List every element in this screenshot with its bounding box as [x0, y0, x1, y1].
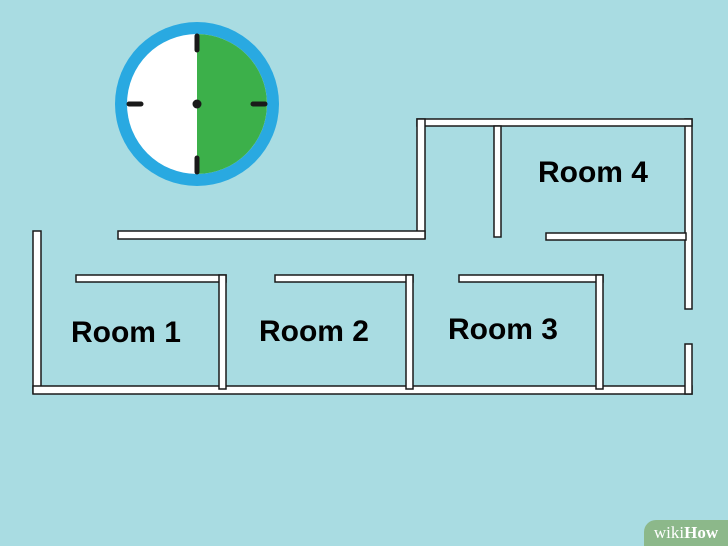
room-1-label: Room 1	[71, 316, 181, 349]
outer-wall-left	[32, 230, 42, 394]
outer-wall-bottom	[32, 385, 693, 395]
floor-plan-walls	[32, 118, 693, 395]
room-2-top-wall	[274, 274, 414, 283]
room-2-right-wall	[405, 274, 414, 390]
room-3-top-wall	[458, 274, 604, 283]
clock-icon	[115, 22, 279, 186]
room-1-top-wall	[75, 274, 227, 283]
room-4-label: Room 4	[538, 156, 648, 189]
room-3-right-wall	[595, 274, 604, 390]
outer-wall-right-lower	[684, 343, 693, 395]
watermark-how-text: How	[684, 523, 719, 542]
room-1-right-wall	[218, 274, 227, 390]
room-2-label: Room 2	[259, 315, 369, 348]
room-4-bottom-wall	[545, 232, 687, 241]
outer-wall-right-upper	[684, 118, 693, 310]
corridor-wall-horizontal	[117, 230, 426, 240]
outer-wall-top	[416, 118, 693, 127]
room-4-divider-wall	[493, 125, 502, 238]
clock-tick-marks	[126, 33, 268, 175]
watermark-wiki-text: wiki	[653, 523, 685, 542]
clock-center-dot	[192, 99, 202, 109]
corridor-wall-vertical	[416, 118, 426, 239]
clock-elapsed-wedge	[197, 34, 267, 174]
room-3-label: Room 3	[448, 313, 558, 346]
